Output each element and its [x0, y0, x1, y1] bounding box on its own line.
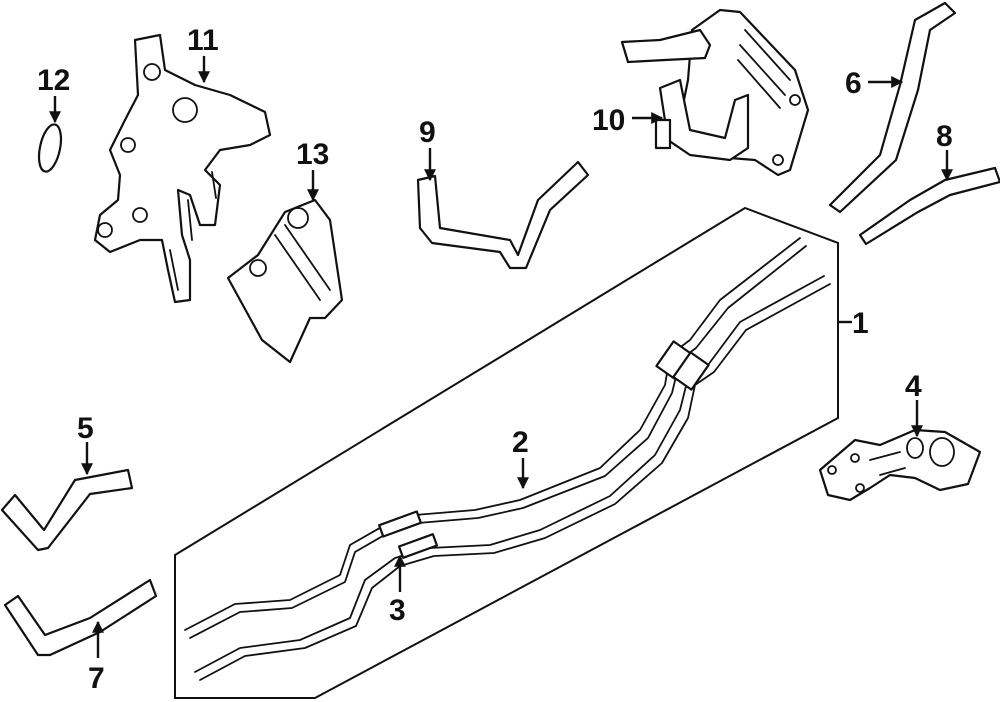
callout-7: 7	[88, 662, 105, 695]
hose-7	[3, 578, 158, 657]
callout-6: 6	[845, 67, 862, 100]
callout-13: 13	[296, 138, 329, 171]
bracket	[818, 428, 982, 502]
callout-4: 4	[905, 370, 922, 403]
callout-12: 12	[37, 64, 70, 97]
thermostat	[226, 198, 344, 364]
cooler-nipple	[654, 118, 672, 150]
callout-1: 1	[852, 307, 869, 340]
callout-8: 8	[936, 120, 953, 153]
pipe-joint	[397, 533, 439, 559]
cooler-pipes	[184, 237, 831, 681]
oil-cooler	[620, 8, 810, 177]
callout-11: 11	[187, 24, 219, 57]
pipe-assembly-frame	[174, 206, 839, 699]
hose-9	[416, 160, 590, 270]
o-ring	[37, 123, 63, 173]
callout-3: 3	[389, 594, 406, 627]
hose-6	[828, 1, 957, 214]
hose-5	[0, 468, 134, 552]
thermostat-housing	[93, 33, 272, 304]
pipe-joint	[378, 510, 422, 538]
callout-9: 9	[419, 116, 436, 149]
callout-2: 2	[512, 426, 529, 459]
hose-8	[858, 166, 1000, 246]
pipe-joint	[672, 351, 710, 391]
callout-10: 10	[592, 104, 625, 137]
callout-5: 5	[77, 412, 94, 445]
